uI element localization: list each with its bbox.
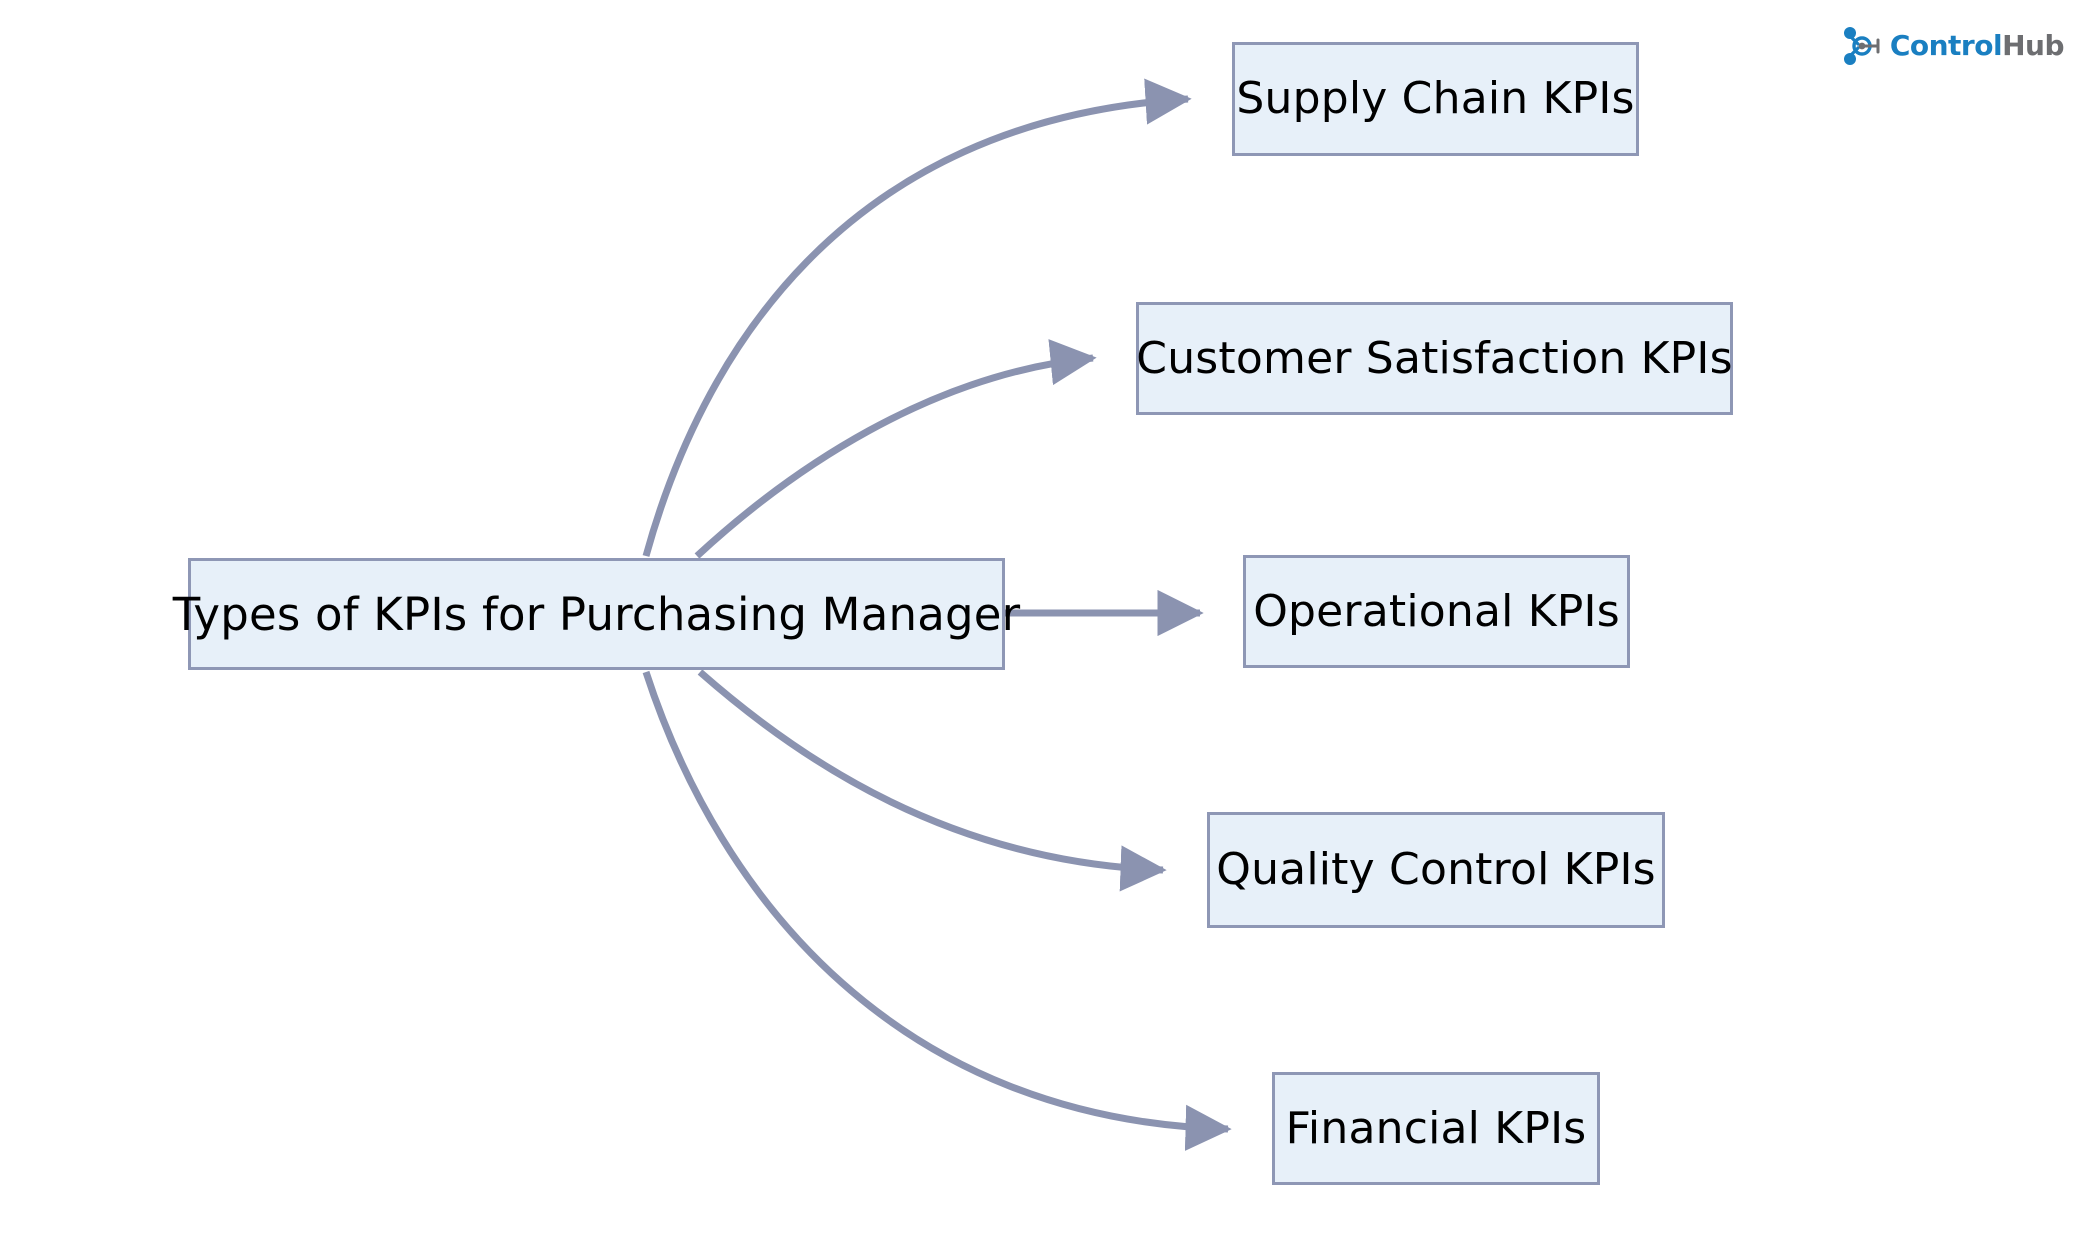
edge-root-to-financial (642, 670, 1232, 1151)
wordmark-hub: Hub (2002, 29, 2064, 62)
node-root-label: Types of KPIs for Purchasing Manager (172, 587, 1021, 641)
node-operational-label: Operational KPIs (1253, 585, 1620, 637)
edge-root-to-customer-satisfaction (694, 339, 1097, 559)
node-quality-control[interactable]: Quality Control KPIs (1207, 812, 1665, 928)
node-financial[interactable]: Financial KPIs (1272, 1072, 1600, 1185)
node-customer-satisfaction[interactable]: Customer Satisfaction KPIs (1136, 302, 1733, 415)
edge-root-to-supply-chain (642, 78, 1192, 557)
node-quality-control-label: Quality Control KPIs (1216, 844, 1656, 895)
controlhub-node-icon (1843, 27, 1880, 65)
wordmark-control: Control (1889, 29, 2003, 62)
controlhub-logo[interactable]: ControlHub (1842, 26, 2064, 66)
node-supply-chain[interactable]: Supply Chain KPIs (1232, 42, 1639, 156)
edge-root-to-quality-control (697, 669, 1167, 892)
node-financial-label: Financial KPIs (1285, 1102, 1587, 1154)
node-operational[interactable]: Operational KPIs (1243, 555, 1630, 668)
node-customer-satisfaction-label: Customer Satisfaction KPIs (1136, 332, 1733, 384)
node-supply-chain-label: Supply Chain KPIs (1236, 73, 1635, 124)
controlhub-wordmark: ControlHub (1889, 29, 2065, 62)
node-root[interactable]: Types of KPIs for Purchasing Manager (173, 558, 1020, 670)
